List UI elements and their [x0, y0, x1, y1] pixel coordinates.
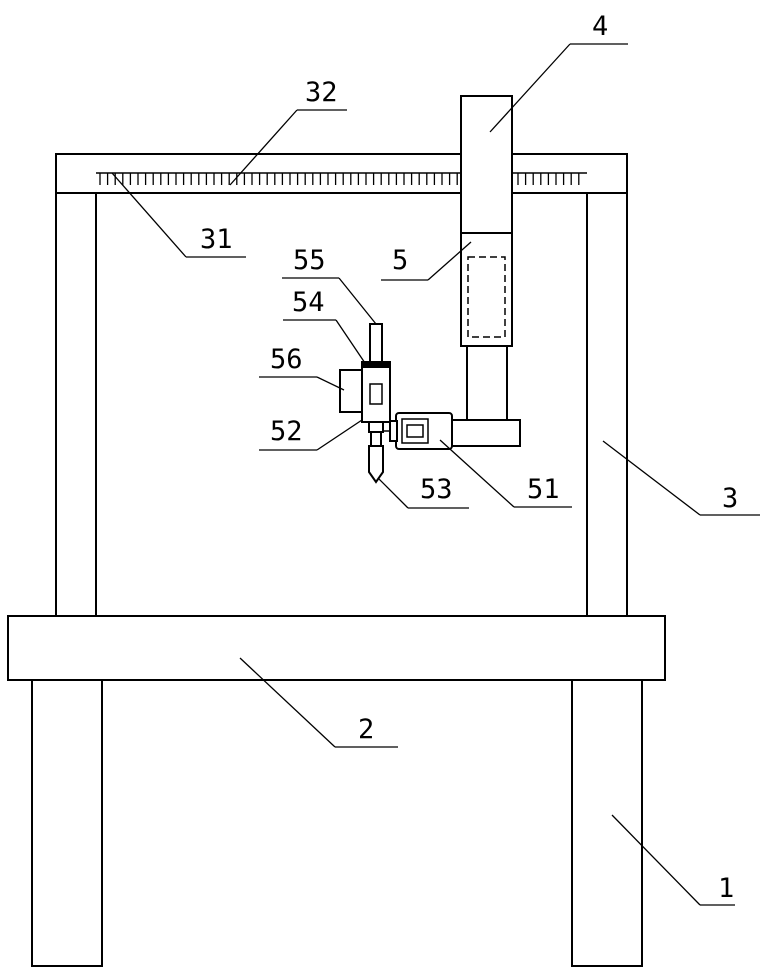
lower-rod	[467, 346, 507, 420]
table-leg-left	[32, 680, 102, 966]
label-4: 4	[592, 11, 608, 42]
label-32: 32	[305, 77, 338, 108]
table-top	[8, 616, 665, 680]
leader-4	[490, 44, 570, 132]
label-53: 53	[420, 474, 453, 505]
label-1: 1	[718, 873, 734, 904]
leader-53	[378, 478, 408, 508]
frame-post-left	[56, 193, 96, 616]
label-3: 3	[722, 483, 738, 514]
label-5: 5	[392, 245, 408, 276]
label-56: 56	[270, 344, 303, 375]
label-55: 55	[293, 245, 326, 276]
label-51: 51	[527, 474, 560, 505]
side-block	[340, 370, 362, 412]
horizontal-arm	[452, 420, 520, 446]
label-2: 2	[358, 714, 374, 745]
leader-52	[317, 420, 362, 450]
nozzle-connector	[369, 422, 383, 432]
label-52: 52	[270, 416, 303, 447]
adjust-rod	[370, 324, 382, 362]
tool-holder	[362, 362, 390, 422]
leader-54	[336, 320, 367, 366]
nozzle-neck	[371, 432, 381, 446]
leader-55	[339, 278, 376, 324]
frame-post-right	[587, 193, 627, 616]
motor-flange	[390, 421, 397, 441]
label-54: 54	[292, 287, 325, 318]
table-leg-right	[572, 680, 642, 966]
nozzle-tip	[369, 446, 383, 482]
label-31: 31	[200, 224, 233, 255]
